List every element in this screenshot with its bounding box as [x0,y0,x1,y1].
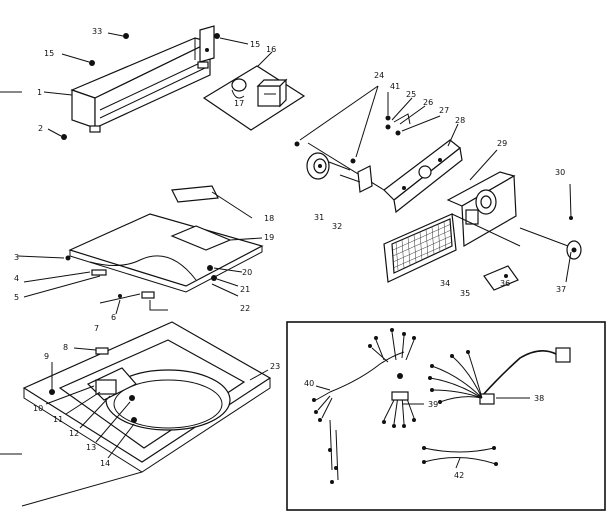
decal-card [483,265,519,291]
part-label-7: 7 [94,324,99,333]
part-label-25: 25 [406,90,416,99]
part-label-42: 42 [454,471,464,480]
part-labels: 33 15 15 16 17 1 2 24 41 25 26 27 28 29 … [14,27,566,480]
part-label-3: 3 [14,253,19,262]
part-label-41: 41 [390,82,400,91]
part-label-13: 13 [86,443,96,452]
part-label-17: 17 [234,99,244,108]
grille-panel [383,213,521,283]
screws-20-22 [207,265,243,297]
wiring-harness-inset [286,321,606,511]
clips-3-7 [17,255,168,315]
part-label-18: 18 [264,214,274,223]
part-label-2: 2 [38,124,43,133]
control-knob [519,183,582,283]
part-label-32: 32 [332,222,342,231]
small-fasteners [294,85,459,164]
part-label-9: 9 [44,352,49,361]
part-label-33: 33 [92,27,102,36]
part-label-28: 28 [455,116,465,125]
part-label-36: 36 [500,279,510,288]
part-label-23: 23 [270,362,280,371]
part-label-37: 37 [556,285,566,294]
part-label-19: 19 [264,233,274,242]
part-label-34: 34 [440,279,450,288]
part-label-21: 21 [240,285,250,294]
part-label-6: 6 [111,313,116,322]
part-label-14: 14 [100,459,110,468]
part-label-10: 10 [33,404,43,413]
part-label-30: 30 [555,168,565,177]
part-label-35: 35 [460,289,470,298]
part-label-5: 5 [14,293,19,302]
part-label-22: 22 [240,304,250,313]
part-label-31: 31 [314,213,324,222]
part-label-12: 12 [69,429,79,438]
screw-33 [107,32,129,39]
part-label-20: 20 [242,268,252,277]
part-label-40: 40 [304,379,314,388]
part-label-39: 39 [428,400,438,409]
part-label-24: 24 [374,71,384,80]
part-label-15a: 15 [44,49,54,58]
pulley-knob-31 [306,152,351,180]
screw-15-left [61,53,95,66]
part-label-1: 1 [37,88,42,97]
part-label-15b: 15 [250,40,260,49]
screw-15-right [214,33,249,45]
part-label-27: 27 [439,106,449,115]
part-label-38: 38 [534,394,544,403]
lid-hinge-bracket [171,185,253,219]
part-label-8: 8 [63,343,68,352]
control-panel-front [446,149,517,248]
screw-2 [47,128,67,140]
console-housing [70,25,215,133]
bracket-32 [339,165,373,193]
part-label-26: 26 [423,98,433,107]
top-panel-19 [68,213,264,293]
control-panel-backplate [307,139,463,214]
part-label-29: 29 [497,139,507,148]
part-label-11: 11 [53,415,63,424]
cabinet-top-23 [22,321,272,473]
leader-lines-8-14 [21,347,269,507]
part-label-16: 16 [266,45,276,54]
timer-mount-plate [202,51,306,131]
part-label-4: 4 [14,274,19,283]
